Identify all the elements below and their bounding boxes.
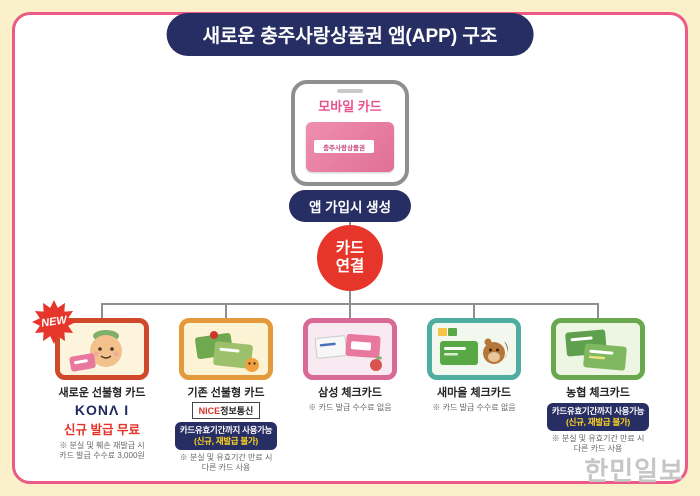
nice-brand-prefix: NICE bbox=[198, 406, 221, 416]
hub-label-line2: 연결 bbox=[335, 258, 365, 275]
connector-line bbox=[597, 303, 599, 320]
validity-notice-box: 카드유효기간까지 사용가능 (신규, 재발급 불가) bbox=[546, 403, 650, 432]
card-link-hub: 카드 연결 bbox=[317, 225, 383, 291]
mascot-card-illustration bbox=[60, 323, 144, 375]
app-signup-badge: 앱 가입시 생성 bbox=[288, 190, 412, 222]
validity-line1: 카드유효기간까지 사용가능 bbox=[551, 406, 645, 416]
green-cards-illustration bbox=[184, 323, 268, 375]
mobile-card-text: 충주사랑상품권 bbox=[323, 144, 365, 152]
new-prepaid-card-image bbox=[55, 318, 149, 380]
validity-line1: 카드유효기간까지 사용가능 bbox=[179, 425, 273, 435]
hub-label-line1: 카드 bbox=[335, 240, 365, 258]
card-option-existing-prepaid: 기존 선불형 카드 NICE정보통신 카드유효기간까지 사용가능 (신규, 재발… bbox=[164, 318, 288, 474]
card-note: ※ 분실 및 훼손 재발급 시 카드 발급 수수료 3,000원 bbox=[59, 441, 145, 461]
card-note: ※ 카드 발급 수수료 없음 bbox=[308, 403, 392, 412]
card-option-saemaul-check: 새마을 체크카드 ※ 카드 발급 수수료 없음 bbox=[412, 318, 536, 413]
mobile-card-label: 모바일 카드 bbox=[318, 99, 382, 114]
phone-speaker bbox=[337, 89, 363, 93]
card-name: 농협 체크카드 bbox=[566, 387, 630, 399]
saemaul-check-card-image bbox=[427, 318, 521, 380]
mobile-card-graphic: 충주사랑상품권 bbox=[306, 122, 394, 172]
page-title: 새로운 충주사랑상품권 앱(APP) 구조 bbox=[166, 13, 534, 56]
nonghyup-check-card-image bbox=[551, 318, 645, 380]
card-name: 새마을 체크카드 bbox=[437, 387, 511, 399]
connector-line bbox=[349, 288, 351, 304]
kona-logo: KONΛ I bbox=[74, 402, 130, 418]
validity-line2: (신규, 재발급 불가) bbox=[194, 436, 258, 447]
connector-line bbox=[349, 303, 351, 320]
card-name: 삼성 체크카드 bbox=[318, 387, 382, 399]
card-option-new-prepaid: 새로운 선불형 카드 KONΛ I 신규 발급 무료 ※ 분실 및 훼손 재발급… bbox=[40, 318, 164, 462]
new-badge-label: NEW bbox=[40, 314, 68, 330]
mobile-card-name-strip: 충주사랑상품권 bbox=[314, 140, 374, 153]
connector-line bbox=[101, 303, 103, 320]
connector-line bbox=[225, 303, 227, 320]
nice-brand-badge: NICE정보통신 bbox=[191, 402, 261, 419]
nice-brand-suffix: 정보통신 bbox=[220, 406, 254, 416]
existing-prepaid-card-image bbox=[179, 318, 273, 380]
connector-line bbox=[473, 303, 475, 320]
pink-cards-illustration bbox=[308, 323, 392, 375]
phone-illustration: 모바일 카드 충주사랑상품권 bbox=[291, 80, 409, 186]
new-badge: NEW bbox=[32, 300, 76, 344]
squirrel-card-illustration bbox=[432, 323, 516, 375]
validity-line2: (신규, 재발급 불가) bbox=[566, 417, 630, 428]
card-option-samsung-check: 삼성 체크카드 ※ 카드 발급 수수료 없음 bbox=[288, 318, 412, 413]
samsung-check-card-image bbox=[303, 318, 397, 380]
card-name: 기존 선불형 카드 bbox=[187, 387, 265, 399]
card-name: 새로운 선불형 카드 bbox=[58, 387, 146, 399]
green-check-cards-illustration bbox=[556, 323, 640, 375]
card-option-nonghyup-check: 농협 체크카드 카드유효기간까지 사용가능 (신규, 재발급 불가) ※ 분실 … bbox=[536, 318, 660, 455]
card-note: ※ 카드 발급 수수료 없음 bbox=[432, 403, 516, 412]
free-issue-label: 신규 발급 무료 bbox=[64, 423, 140, 437]
watermark: 한민일보 bbox=[584, 456, 684, 486]
card-note: ※ 분실 및 유효기간 만료 시 다른 카드 사용 bbox=[551, 434, 645, 454]
starburst-icon bbox=[32, 300, 76, 344]
card-note: ※ 분실 및 유효기간 만료 시 다른 카드 사용 bbox=[179, 453, 273, 473]
validity-notice-box: 카드유효기간까지 사용가능 (신규, 재발급 불가) bbox=[174, 422, 278, 451]
